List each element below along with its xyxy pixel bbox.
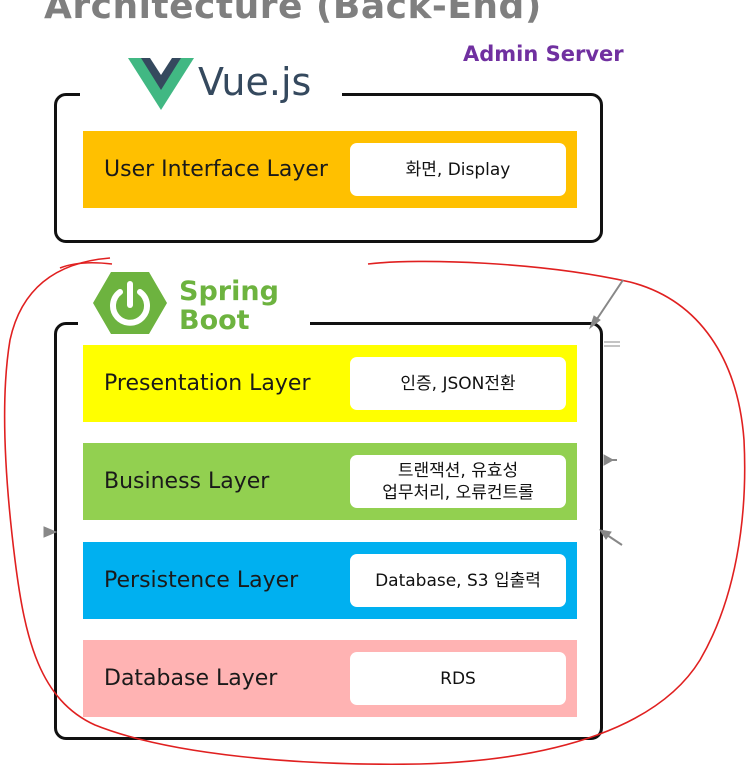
layer-description: Database, S3 입출력 <box>350 554 566 607</box>
right-arrow-head-icon <box>603 454 615 466</box>
layer-description-line: Database, S3 입출력 <box>375 570 541 591</box>
user-interface-layer: User Interface Layer 화면, Display <box>83 131 577 208</box>
persistence-layer: Persistence Layer Database, S3 입출력 <box>83 542 577 619</box>
layer-label: Presentation Layer <box>104 371 311 396</box>
vue-logo-text: Vue.js <box>198 60 312 104</box>
spring-logo-line2: Boot <box>179 305 250 336</box>
layer-description: RDS <box>350 652 566 705</box>
layer-description-line: 트랜잭션, 유효성 <box>397 460 519 481</box>
layer-description-line: 인증, JSON전환 <box>400 373 516 394</box>
spring-logo-line1: Spring <box>179 276 279 307</box>
layer-description: 화면, Display <box>350 143 566 196</box>
vue-logo-icon <box>128 58 194 110</box>
spring-power-icon <box>93 272 167 334</box>
vue-logo-backdrop <box>80 54 342 114</box>
business-layer: Business Layer 트랜잭션, 유효성 업무처리, 오류컨트롤 <box>83 443 577 520</box>
diagonal-arrow-lower-icon <box>603 532 623 546</box>
layer-label: User Interface Layer <box>104 157 328 182</box>
database-layer: Database Layer RDS <box>83 640 577 717</box>
layer-description-line: RDS <box>440 668 476 689</box>
layer-description-line: 화면, Display <box>405 159 511 180</box>
page-title: Architecture (Back-End) <box>44 0 542 27</box>
layer-label: Business Layer <box>104 469 270 494</box>
layer-label: Database Layer <box>104 666 278 691</box>
layer-description: 트랜잭션, 유효성 업무처리, 오류컨트롤 <box>350 455 566 508</box>
spring-logo-text: Spring Boot <box>179 277 279 335</box>
layer-description-line: 업무처리, 오류컨트롤 <box>382 482 534 503</box>
admin-server-label: Admin Server <box>463 42 624 66</box>
presentation-layer: Presentation Layer 인증, JSON전환 <box>83 345 577 422</box>
diagonal-arrow-icon <box>594 279 624 323</box>
layer-label: Persistence Layer <box>104 568 299 593</box>
layer-description: 인증, JSON전환 <box>350 357 566 410</box>
